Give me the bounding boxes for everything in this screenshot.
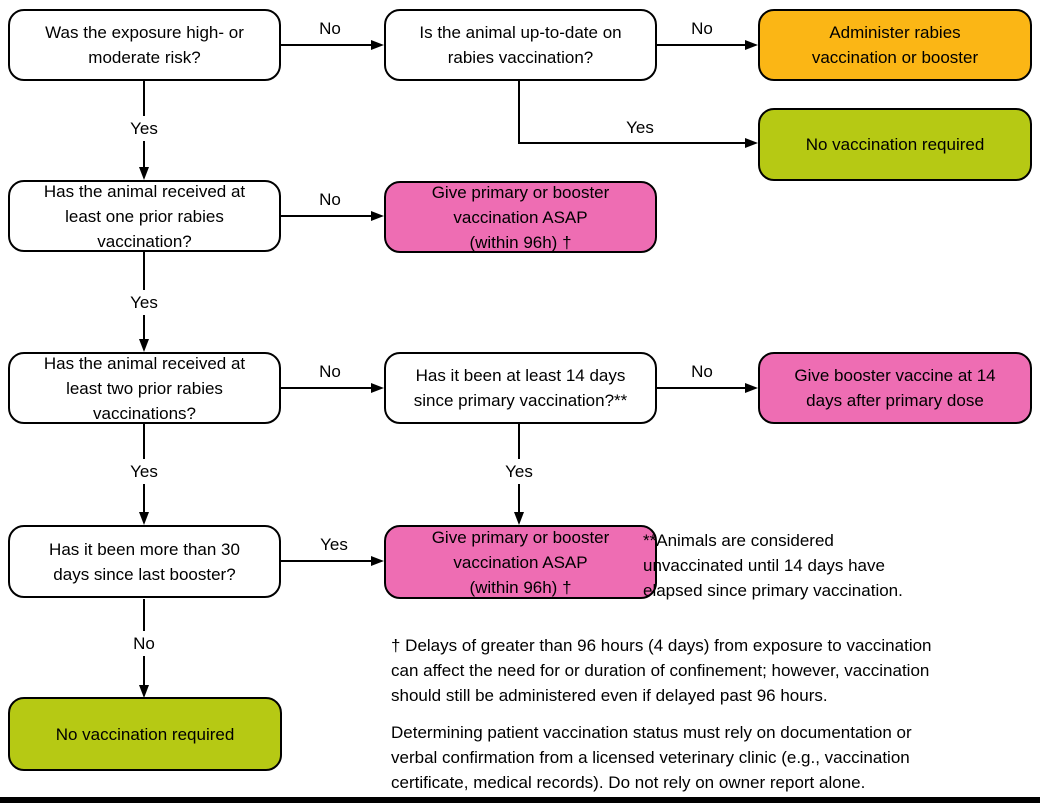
note-animals-considered-unvaccinated: **Animals are considered unvaccinated un…: [643, 531, 903, 600]
edge-thirty-no-arrowhead-icon: [139, 685, 149, 698]
node-give-asap-2: Give primary or booster vaccination ASAP…: [384, 525, 657, 599]
edge-twoprior-yes-arrowhead-icon: [139, 512, 149, 525]
note-documentation-requirement: Determining patient vaccination status m…: [391, 723, 912, 792]
node-booster-at-14-days: Give booster vaccine at 14 days after pr…: [758, 352, 1032, 424]
node-exposure-risk-question: Was the exposure high- or moderate risk?: [8, 9, 281, 81]
edge-exposure-yes-arrowhead-icon: [139, 167, 149, 180]
edge-label-oneprior-no: No: [315, 187, 345, 212]
edge-label-thirty-yes: Yes: [316, 532, 352, 557]
edge-label-fourteen-no: No: [687, 359, 717, 384]
edge-twoprior-no-line: [281, 387, 371, 389]
node-fourteen-days-question: Has it been at least 14 days since prima…: [384, 352, 657, 424]
edge-uptodate-yes-vline: [518, 81, 520, 143]
edge-label-fourteen-yes: Yes: [501, 459, 537, 484]
edge-thirty-yes-line: [281, 560, 371, 562]
edge-label-uptodate-no: No: [687, 16, 717, 41]
edge-thirty-yes-arrowhead-icon: [371, 556, 384, 566]
node-up-to-date-question: Is the animal up-to-date on rabies vacci…: [384, 9, 657, 81]
node-one-prior-question: Has the animal received at least one pri…: [8, 180, 281, 252]
note-dagger-delays: † Delays of greater than 96 hours (4 day…: [391, 636, 932, 705]
node-two-prior-question: Has the animal received at least two pri…: [8, 352, 281, 424]
edge-uptodate-no-line: [657, 44, 745, 46]
edge-fourteen-no-line: [657, 387, 745, 389]
node-thirty-days-question: Has it been more than 30 days since last…: [8, 525, 281, 598]
edge-exposure-no-arrowhead-icon: [371, 40, 384, 50]
node-no-vaccination-required-top: No vaccination required: [758, 108, 1032, 181]
edge-uptodate-yes-arrowhead-icon: [745, 138, 758, 148]
bottom-divider-bar: [0, 797, 1040, 803]
node-give-asap-1: Give primary or booster vaccination ASAP…: [384, 181, 657, 253]
edge-label-exposure-no: No: [315, 16, 345, 41]
edge-label-exposure-yes: Yes: [126, 116, 162, 141]
node-no-vaccination-required-bottom: No vaccination required: [8, 697, 282, 771]
edge-label-thirty-no: No: [129, 631, 159, 656]
edge-oneprior-no-arrowhead-icon: [371, 211, 384, 221]
edge-label-twoprior-no: No: [315, 359, 345, 384]
edge-label-twoprior-yes: Yes: [126, 459, 162, 484]
edge-oneprior-no-line: [281, 215, 371, 217]
edge-uptodate-no-arrowhead-icon: [745, 40, 758, 50]
edge-fourteen-no-arrowhead-icon: [745, 383, 758, 393]
edge-label-uptodate-yes: Yes: [622, 115, 658, 140]
edge-fourteen-yes-arrowhead-icon: [514, 512, 524, 525]
edge-oneprior-yes-arrowhead-icon: [139, 339, 149, 352]
edge-exposure-no-line: [281, 44, 371, 46]
edge-twoprior-no-arrowhead-icon: [371, 383, 384, 393]
edge-label-oneprior-yes: Yes: [126, 290, 162, 315]
node-administer-vaccination: Administer rabies vaccination or booster: [758, 9, 1032, 81]
edge-uptodate-yes-hline: [518, 142, 745, 144]
